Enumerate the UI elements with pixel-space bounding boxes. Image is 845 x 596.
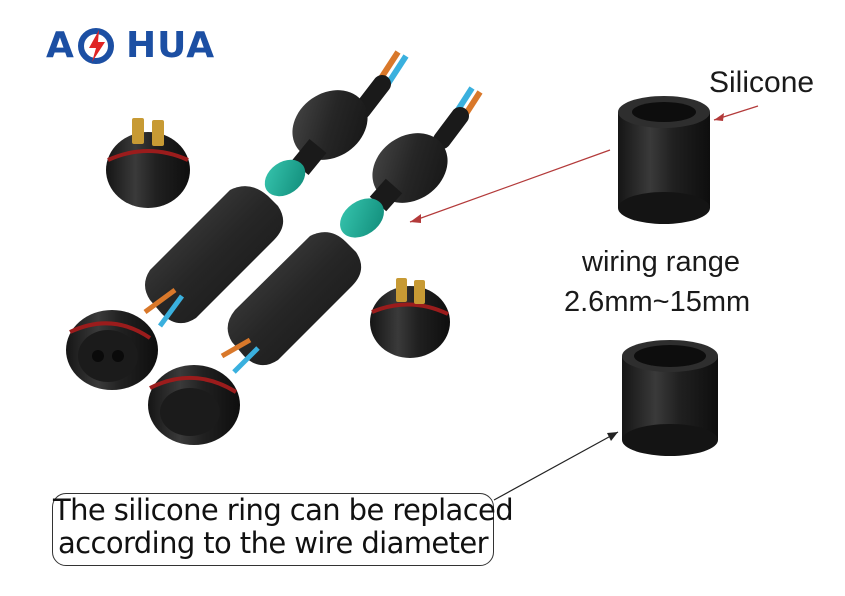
plug-face-left (78, 330, 138, 382)
panel-socket-middle (370, 278, 450, 358)
callout-box: The silicone ring can be replaced accord… (52, 493, 514, 566)
arrow-to-small-sleeve (493, 431, 619, 501)
wiring-range-label: wiring range (582, 246, 740, 278)
terminal-pin-2 (152, 120, 164, 146)
panel-socket-top (106, 118, 190, 208)
callout-line-1: The silicone ring can be replaced (53, 493, 514, 527)
sleeve-large-bottom (618, 192, 710, 224)
wire-blue-bottom-right (232, 346, 260, 374)
sleeve-small-bottom (622, 424, 718, 456)
cable-left-top (353, 75, 391, 119)
connector-body-left (145, 186, 284, 324)
callout-line-2: according to the wire diameter (57, 526, 489, 560)
terminal-pin-4 (414, 280, 425, 304)
silicone-ring-right (340, 198, 384, 238)
seal-red-middle (371, 302, 449, 316)
brand-logo: A HUA (46, 24, 216, 68)
arrow-to-green-ring (409, 149, 611, 223)
wire-blue-bottom-left (157, 294, 185, 328)
wire-orange-bottom-right (220, 337, 252, 359)
panel-socket-middle-body (370, 286, 450, 358)
seal-red-top (107, 149, 189, 162)
cable-right-top (433, 107, 469, 149)
cable-right-mid (369, 178, 403, 212)
logo-text-hua: HUA (126, 25, 216, 66)
terminal-pin-1 (132, 118, 144, 144)
logo-bolt-icon (78, 28, 114, 64)
silicone-sleeve-large (618, 96, 710, 224)
cable-left-mid (291, 139, 327, 175)
silicone-ring-left (264, 159, 306, 197)
arrow-to-sleeve (713, 105, 759, 121)
wire-orange-bottom-left (143, 287, 177, 315)
pin-hole-2 (112, 350, 124, 362)
connector-body-right (227, 232, 362, 366)
socket-face-right (160, 388, 220, 436)
panel-socket-top-body (106, 132, 190, 208)
terminal-pin-3 (396, 278, 407, 302)
seal-red-left (69, 321, 152, 340)
connector-left (66, 50, 409, 390)
seal-red-right (149, 376, 238, 394)
wiring-range-value: 2.6mm~15mm (564, 286, 751, 318)
logo-letter-a: A (46, 25, 75, 66)
silicone-label: Silicone (709, 66, 815, 99)
pin-hole-1 (92, 350, 104, 362)
connector-right (148, 86, 483, 445)
sleeve-small-hole (634, 345, 706, 367)
sleeve-large-hole (632, 102, 696, 122)
silicone-sleeve-small (622, 340, 718, 456)
